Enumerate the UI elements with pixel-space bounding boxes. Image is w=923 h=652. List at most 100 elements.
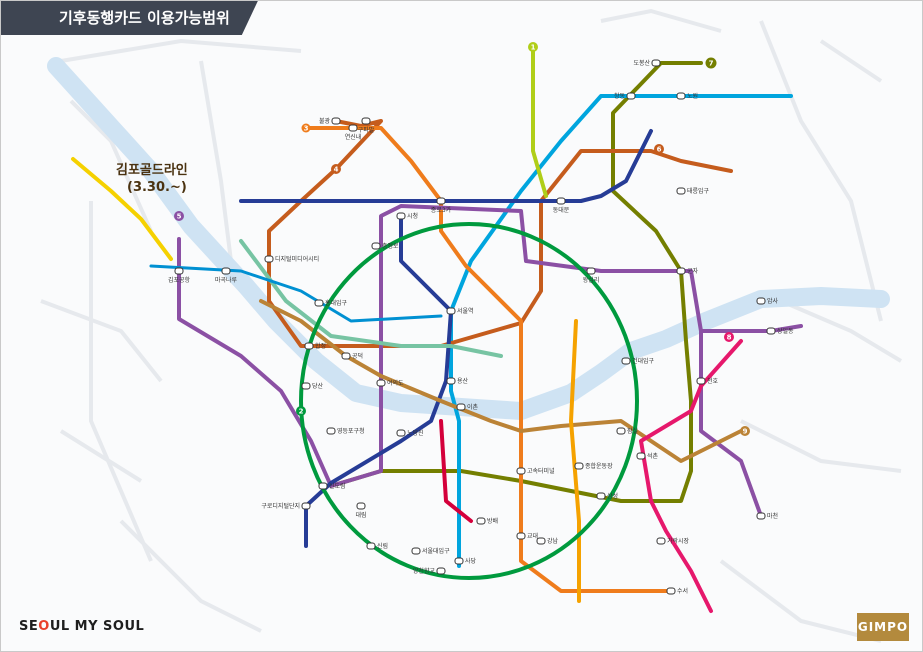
station[interactable]: 강남 (536, 537, 559, 545)
station-label: 신림 (377, 542, 388, 550)
station[interactable]: 노량진 (396, 429, 424, 437)
station[interactable]: 공덕 (341, 352, 363, 360)
station[interactable]: 군자 (676, 267, 699, 275)
station[interactable]: 수서 (666, 587, 688, 595)
station-marker (341, 352, 351, 360)
station-marker (361, 117, 371, 125)
station[interactable]: 신도림 (318, 482, 346, 490)
station[interactable]: 구로디지털단지 (261, 502, 311, 510)
station[interactable]: 연신내 (345, 124, 362, 141)
seoul-logo: SEOUL MY SOUL (19, 619, 144, 634)
station-label: 상일동 (777, 327, 794, 335)
station[interactable]: 가락시장 (656, 537, 690, 545)
station-marker (756, 297, 766, 305)
station-label: 동대문 (553, 206, 570, 214)
station[interactable]: 마곡나루 (215, 267, 238, 284)
station-label: 삼성 (607, 492, 618, 500)
station[interactable]: 종로3가 (431, 197, 452, 214)
station-marker (301, 382, 311, 390)
gimpo-annotation-title: 김포골드라인 (116, 162, 188, 178)
station-marker (318, 482, 328, 490)
line2-badge-text: 2 (299, 408, 304, 416)
station-marker (446, 377, 456, 385)
station[interactable]: 디지털미디어시티 (264, 255, 319, 263)
station-marker (676, 92, 686, 100)
station-label: 충정로 (382, 242, 399, 250)
station[interactable]: 교대 (516, 532, 538, 540)
station-marker (396, 212, 406, 220)
station[interactable]: 신림 (366, 542, 388, 550)
station[interactable]: 천호 (696, 377, 719, 385)
station-marker (676, 187, 686, 195)
station[interactable]: 석촌 (636, 452, 659, 460)
station-marker (411, 547, 421, 555)
station[interactable]: 구파발 (358, 117, 375, 134)
station-marker (348, 124, 358, 132)
station[interactable]: 상일동 (766, 327, 794, 335)
station-label: 창동 (614, 92, 626, 100)
station[interactable]: 충정로 (371, 242, 399, 250)
station-label: 구파발 (358, 126, 375, 134)
station-label: 고속터미널 (527, 467, 555, 475)
station-label: 디지털미디어시티 (275, 255, 319, 263)
station[interactable]: 양천향교 (413, 567, 446, 575)
line2-badge (296, 406, 306, 416)
station[interactable]: 사당 (454, 557, 477, 565)
station[interactable]: 불광 (319, 117, 341, 125)
station-label: 영등포구청 (337, 427, 365, 435)
station[interactable]: 암사 (756, 297, 779, 305)
station[interactable]: 용산 (446, 377, 469, 385)
station-marker (446, 307, 456, 315)
station[interactable]: 당산 (301, 382, 324, 390)
station-label: 도봉산 (633, 59, 650, 67)
station-marker (626, 92, 636, 100)
station[interactable]: 창동 (614, 92, 636, 100)
station[interactable]: 김포공항 (168, 267, 191, 284)
station[interactable]: 마천 (756, 512, 778, 520)
line-5 (177, 204, 763, 518)
station[interactable]: 서울역 (446, 307, 474, 315)
station[interactable]: 왕십리 (583, 267, 600, 284)
station-label: 당산 (312, 382, 324, 390)
seoul-logo-pre: SE (19, 619, 39, 634)
station-label: 건대입구 (632, 357, 655, 365)
line4-badge-text: 4 (334, 166, 339, 174)
station[interactable]: 종합운동장 (574, 462, 613, 470)
station-label: 시청 (407, 213, 418, 220)
station-label: 노량진 (407, 429, 424, 437)
station[interactable]: 도봉산 (633, 59, 661, 67)
station[interactable]: 여의도 (376, 379, 404, 387)
station[interactable]: 건대입구 (621, 357, 655, 365)
station-marker (516, 532, 526, 540)
station[interactable]: 대림 (355, 502, 367, 519)
station-marker (651, 59, 661, 67)
station[interactable]: 홍대입구 (314, 299, 348, 307)
station[interactable]: 삼성 (596, 492, 618, 500)
station[interactable]: 방배 (476, 517, 498, 525)
station[interactable]: 태릉입구 (676, 187, 710, 195)
line-sinbundang (439, 419, 473, 523)
station-marker (174, 267, 184, 275)
station-marker (656, 537, 666, 545)
station[interactable]: 영등포구청 (326, 427, 365, 435)
station[interactable]: 노원 (676, 92, 698, 100)
station-label: 교대 (527, 532, 538, 540)
station-label: 불광 (319, 118, 331, 125)
station-label: 김포공항 (168, 276, 191, 284)
line8-badge (724, 332, 734, 342)
station[interactable]: 고속터미널 (516, 467, 555, 475)
station-marker (264, 255, 274, 263)
station-label: 노원 (687, 92, 698, 100)
station[interactable]: 이촌 (456, 403, 479, 411)
station[interactable]: 동대문 (553, 197, 570, 214)
station[interactable]: 시청 (396, 212, 418, 220)
station[interactable]: 합정 (304, 342, 326, 350)
station[interactable]: 잠실 (616, 427, 638, 435)
station-marker (766, 327, 776, 335)
station[interactable]: 서울대입구 (411, 547, 450, 555)
line1-badge-text: 1 (531, 44, 536, 52)
station-marker (454, 557, 464, 565)
station-label: 여의도 (387, 379, 404, 387)
